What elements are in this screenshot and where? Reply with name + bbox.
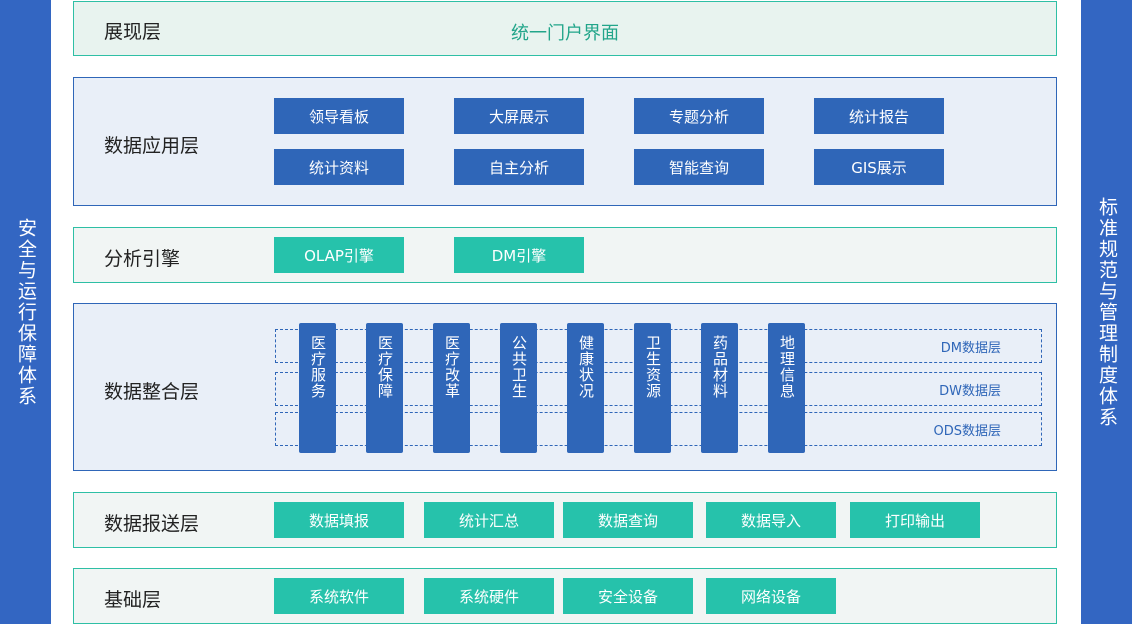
domain-column[interactable]: 健康状况 <box>567 323 604 453</box>
domain-column-label: 医疗改革 <box>443 335 461 399</box>
data-integration-layer: 数据整合层 DM数据层 DW数据层 ODS数据层 医疗服务 医疗保障 医疗改革 … <box>73 303 1057 471</box>
dw-band-label: DW数据层 <box>939 383 1001 399</box>
app-button[interactable]: 大屏展示 <box>454 98 584 134</box>
reporting-button[interactable]: 打印输出 <box>850 502 980 538</box>
domain-column-label: 药品材料 <box>711 335 729 399</box>
domain-column-label: 公共卫生 <box>510 335 528 399</box>
data-application-layer: 数据应用层 领导看板 大屏展示 专题分析 统计报告 统计资料 自主分析 智能查询… <box>73 77 1057 206</box>
analysis-engine-layer-title: 分析引擎 <box>104 248 181 270</box>
dm-band-label: DM数据层 <box>940 340 1001 356</box>
domain-column-label: 医疗保障 <box>376 335 394 399</box>
domain-column-label: 健康状况 <box>577 335 595 399</box>
ods-band-label: ODS数据层 <box>933 423 1002 439</box>
security-operations-sidebar: 安全与运行保障体系 <box>0 0 51 624</box>
foundation-button[interactable]: 系统硬件 <box>424 578 554 614</box>
app-button[interactable]: 专题分析 <box>634 98 764 134</box>
domain-column[interactable]: 医疗改革 <box>433 323 470 453</box>
app-button[interactable]: 自主分析 <box>454 149 584 185</box>
domain-column[interactable]: 药品材料 <box>701 323 738 453</box>
presentation-layer-title: 展现层 <box>104 21 162 43</box>
domain-column[interactable]: 医疗服务 <box>299 323 336 453</box>
data-application-layer-title: 数据应用层 <box>104 135 200 157</box>
engine-button[interactable]: OLAP引擎 <box>274 237 404 273</box>
reporting-button[interactable]: 数据查询 <box>563 502 693 538</box>
domain-column-label: 地理信息 <box>778 335 796 399</box>
data-reporting-layer-title: 数据报送层 <box>104 513 200 535</box>
domain-column[interactable]: 卫生资源 <box>634 323 671 453</box>
app-button[interactable]: 统计报告 <box>814 98 944 134</box>
reporting-button[interactable]: 统计汇总 <box>424 502 554 538</box>
app-button[interactable]: 统计资料 <box>274 149 404 185</box>
data-reporting-layer: 数据报送层 数据填报 统计汇总 数据查询 数据导入 打印输出 <box>73 492 1057 548</box>
domain-column[interactable]: 公共卫生 <box>500 323 537 453</box>
app-button[interactable]: GIS展示 <box>814 149 944 185</box>
unified-portal-label: 统一门户界面 <box>511 23 619 44</box>
app-button[interactable]: 智能查询 <box>634 149 764 185</box>
engine-button[interactable]: DM引擎 <box>454 237 584 273</box>
analysis-engine-layer: 分析引擎 OLAP引擎 DM引擎 <box>73 227 1057 283</box>
foundation-button[interactable]: 安全设备 <box>563 578 693 614</box>
foundation-button[interactable]: 系统软件 <box>274 578 404 614</box>
foundation-layer: 基础层 系统软件 系统硬件 安全设备 网络设备 <box>73 568 1057 624</box>
domain-column[interactable]: 地理信息 <box>768 323 805 453</box>
domain-column-label: 卫生资源 <box>644 335 662 399</box>
security-operations-label: 安全与运行保障体系 <box>15 217 37 407</box>
domain-column-label: 医疗服务 <box>309 335 327 399</box>
app-button[interactable]: 领导看板 <box>274 98 404 134</box>
data-integration-layer-title: 数据整合层 <box>104 381 200 403</box>
reporting-button[interactable]: 数据导入 <box>706 502 836 538</box>
standards-management-sidebar: 标准规范与管理制度体系 <box>1081 0 1132 624</box>
foundation-button[interactable]: 网络设备 <box>706 578 836 614</box>
foundation-layer-title: 基础层 <box>104 589 162 611</box>
domain-column[interactable]: 医疗保障 <box>366 323 403 453</box>
presentation-layer: 展现层 统一门户界面 <box>73 1 1057 56</box>
standards-management-label: 标准规范与管理制度体系 <box>1096 196 1118 428</box>
reporting-button[interactable]: 数据填报 <box>274 502 404 538</box>
